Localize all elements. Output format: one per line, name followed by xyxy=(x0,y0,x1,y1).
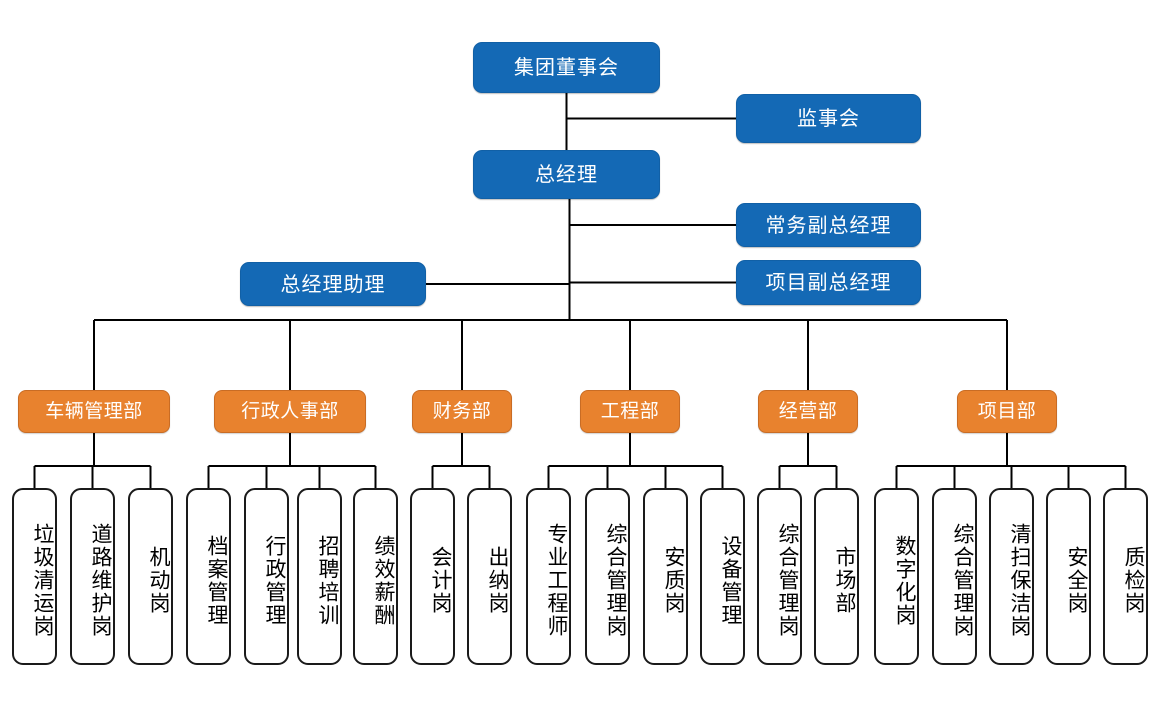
node-department-label: 经营部 xyxy=(778,399,838,422)
node-department-label: 行政人事部 xyxy=(241,399,339,422)
node-general-manager-label: 总经理 xyxy=(535,162,598,186)
node-position[interactable]: 设备管理 xyxy=(700,488,745,665)
node-position-label: 数字化岗 xyxy=(893,534,917,627)
node-board[interactable]: 集团董事会 xyxy=(473,42,660,93)
node-department-label: 财务部 xyxy=(432,399,492,422)
node-position-label: 综合管理岗 xyxy=(776,523,800,638)
node-position-label: 招聘培训 xyxy=(316,534,340,627)
node-gm-assistant-label: 总经理助理 xyxy=(280,271,386,296)
node-board-label: 集团董事会 xyxy=(514,55,619,79)
node-department[interactable]: 工程部 xyxy=(580,390,680,433)
node-project-deputy-label: 项目副总经理 xyxy=(765,270,892,294)
node-position-label: 质检岗 xyxy=(1122,546,1146,615)
node-department-label: 工程部 xyxy=(600,399,660,422)
node-position[interactable]: 数字化岗 xyxy=(874,488,919,665)
node-project-deputy[interactable]: 项目副总经理 xyxy=(736,260,921,305)
node-position[interactable]: 安质岗 xyxy=(643,488,688,665)
node-general-manager[interactable]: 总经理 xyxy=(473,150,660,199)
node-position[interactable]: 会计岗 xyxy=(410,488,455,665)
node-position[interactable]: 综合管理岗 xyxy=(757,488,802,665)
node-supervisory-board[interactable]: 监事会 xyxy=(736,94,921,143)
node-position-label: 综合管理岗 xyxy=(951,523,975,638)
node-position-label: 市场部 xyxy=(833,546,857,615)
node-supervisory-board-label: 监事会 xyxy=(797,106,860,130)
node-position-label: 档案管理 xyxy=(205,534,229,627)
node-position[interactable]: 专业工程师 xyxy=(526,488,571,665)
node-position-label: 绩效薪酬 xyxy=(372,534,396,627)
node-position-label: 清扫保洁岗 xyxy=(1008,523,1032,638)
node-position-label: 会计岗 xyxy=(429,546,453,615)
node-position[interactable]: 出纳岗 xyxy=(467,488,512,665)
node-position[interactable]: 综合管理岗 xyxy=(585,488,630,665)
node-position-label: 综合管理岗 xyxy=(604,523,628,638)
node-department[interactable]: 车辆管理部 xyxy=(18,390,170,433)
node-position[interactable]: 道路维护岗 xyxy=(70,488,115,665)
node-position[interactable]: 档案管理 xyxy=(186,488,231,665)
node-position-label: 出纳岗 xyxy=(486,546,510,615)
node-department-label: 车辆管理部 xyxy=(45,399,143,422)
node-position-label: 设备管理 xyxy=(719,534,743,627)
node-department[interactable]: 行政人事部 xyxy=(214,390,366,433)
node-position-label: 道路维护岗 xyxy=(89,523,113,638)
node-executive-deputy[interactable]: 常务副总经理 xyxy=(736,203,921,247)
node-position-label: 行政管理 xyxy=(263,534,287,627)
node-position[interactable]: 质检岗 xyxy=(1103,488,1148,665)
node-position-label: 安质岗 xyxy=(662,546,686,615)
node-position[interactable]: 招聘培训 xyxy=(297,488,342,665)
node-position[interactable]: 绩效薪酬 xyxy=(353,488,398,665)
node-position[interactable]: 机动岗 xyxy=(128,488,173,665)
node-department[interactable]: 财务部 xyxy=(412,390,512,433)
node-executive-deputy-label: 常务副总经理 xyxy=(765,212,892,237)
node-department[interactable]: 经营部 xyxy=(758,390,858,433)
node-position[interactable]: 垃圾清运岗 xyxy=(12,488,57,665)
node-position[interactable]: 市场部 xyxy=(814,488,859,665)
node-position-label: 专业工程师 xyxy=(545,523,569,638)
node-department[interactable]: 项目部 xyxy=(957,390,1057,433)
node-gm-assistant[interactable]: 总经理助理 xyxy=(240,262,426,306)
node-position-label: 垃圾清运岗 xyxy=(31,523,55,638)
node-position[interactable]: 清扫保洁岗 xyxy=(989,488,1034,665)
node-position[interactable]: 综合管理岗 xyxy=(932,488,977,665)
node-position[interactable]: 安全岗 xyxy=(1046,488,1091,665)
node-position-label: 机动岗 xyxy=(147,546,171,615)
node-department-label: 项目部 xyxy=(977,399,1037,422)
node-position[interactable]: 行政管理 xyxy=(244,488,289,665)
node-position-label: 安全岗 xyxy=(1065,546,1089,615)
